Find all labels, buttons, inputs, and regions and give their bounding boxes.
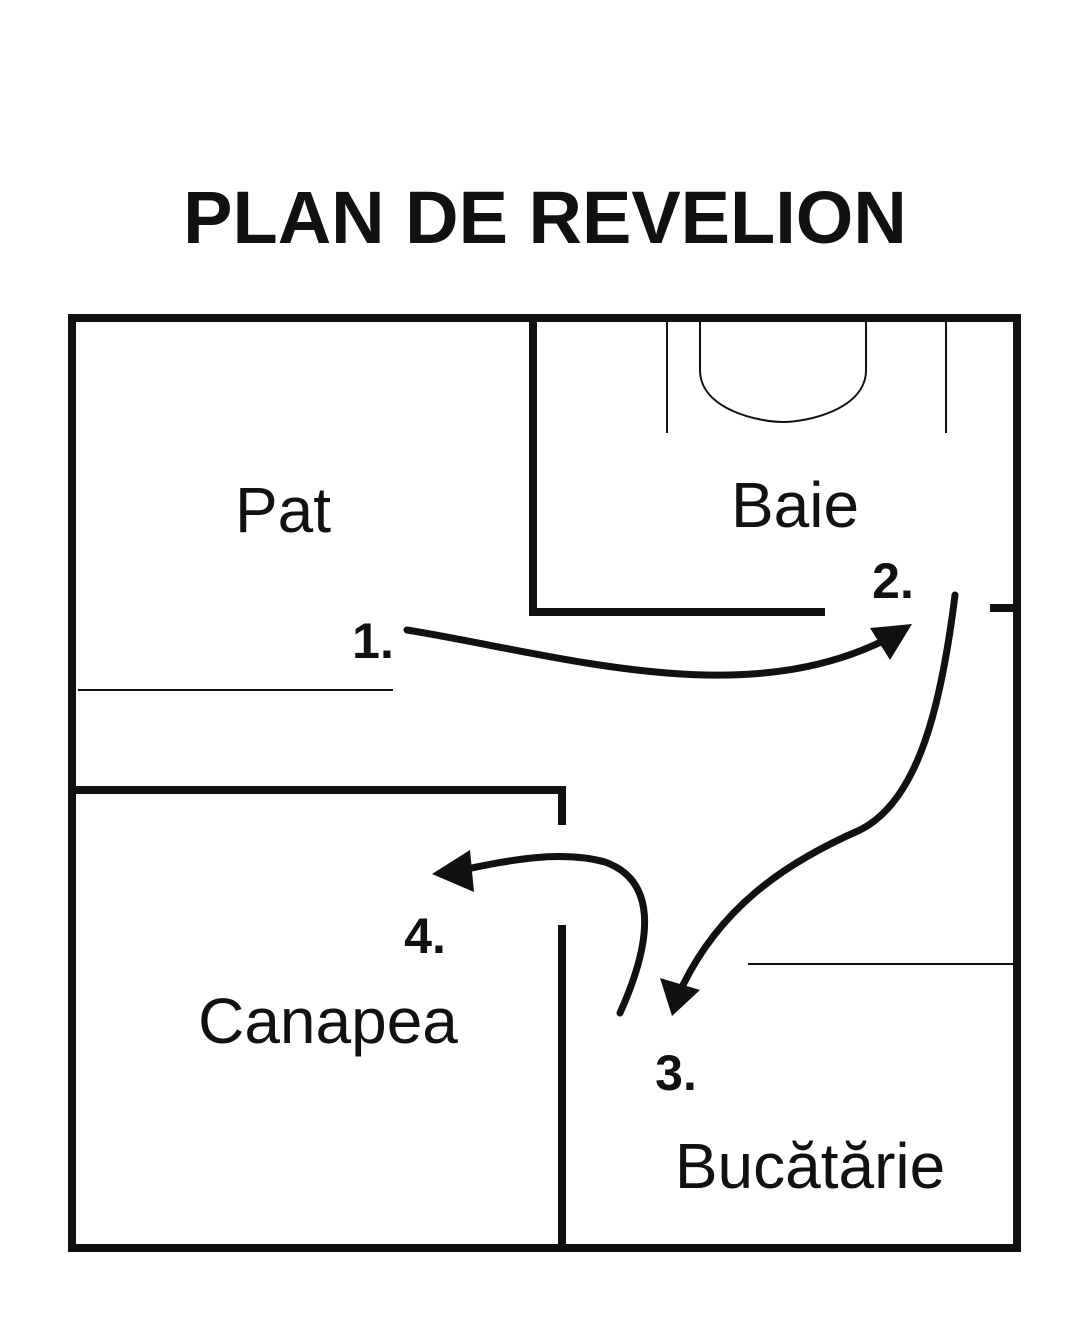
step-2-label: 2.	[872, 553, 914, 609]
arrowhead-2	[660, 978, 700, 1016]
arrowhead-1	[870, 624, 912, 660]
toilet-icon	[666, 322, 947, 433]
step-4-label: 4.	[404, 908, 446, 964]
living-wall-top	[76, 786, 566, 825]
arrowhead-3	[432, 850, 474, 892]
walls	[68, 314, 1021, 1252]
outer-wall	[68, 314, 1021, 1252]
arrow-1-to-2	[403, 626, 889, 679]
room-label-kitchen: Bucătărie	[675, 1130, 945, 1202]
room-label-bathroom: Baie	[731, 469, 859, 541]
arrow-2-to-3	[679, 591, 959, 989]
route-arrows	[403, 591, 959, 1017]
arrow-3-to-4	[458, 853, 649, 1017]
bathroom-wall	[529, 322, 825, 616]
diagram-title: PLAN DE REVELION	[183, 176, 907, 259]
step-1-label: 1.	[352, 613, 394, 669]
room-label-bedroom: Pat	[235, 474, 331, 546]
room-label-living: Canapea	[198, 985, 458, 1057]
step-3-label: 3.	[655, 1045, 697, 1101]
